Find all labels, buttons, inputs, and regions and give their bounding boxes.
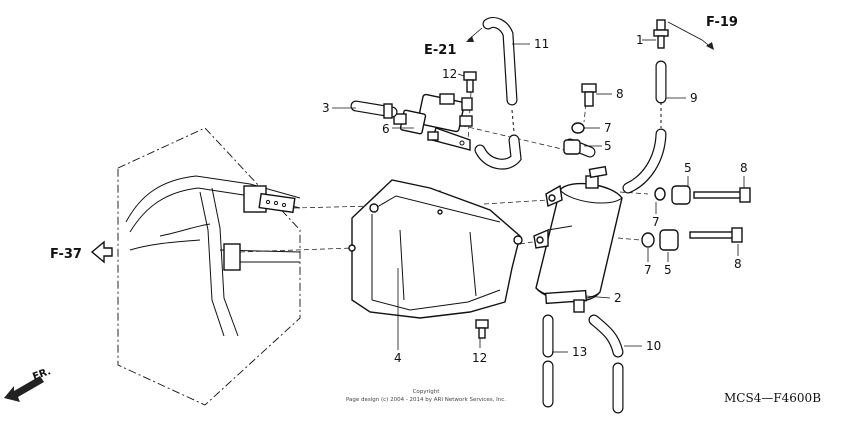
canister-part-2	[533, 165, 623, 313]
leader-lines	[332, 21, 745, 353]
callout-2: 2	[614, 291, 622, 305]
front-arrow-icon	[4, 376, 44, 402]
collar-part-7-top	[571, 122, 585, 134]
callout-10: 10	[646, 339, 661, 353]
joint-part-1	[653, 19, 669, 49]
bolt-part-12-bottom	[475, 319, 489, 339]
grommet-part-5-right	[671, 185, 691, 205]
callout-3: 3	[322, 101, 330, 115]
callout-12-bottom: 12	[472, 351, 487, 365]
callout-5-right: 5	[684, 161, 692, 175]
bolt-part-8-right	[693, 187, 751, 203]
callout-7-top: 7	[604, 121, 612, 135]
bolt-part-8-lower	[689, 227, 743, 243]
callout-8-lower: 8	[734, 257, 742, 271]
purge-valve-part-6	[393, 93, 473, 151]
ref-e21: E-21	[424, 43, 456, 58]
copyright-line-1: Copyright	[413, 389, 441, 395]
hose-part-10	[588, 314, 624, 414]
collar-part-7-lower	[641, 232, 655, 248]
bolt-part-12-top	[463, 71, 477, 93]
ref-f19: F-19	[706, 15, 738, 30]
hose-part-11	[474, 16, 522, 170]
diagram-code: MCS4—F4600B	[724, 391, 821, 405]
callout-7-lower: 7	[644, 263, 652, 277]
callout-12-top: 12	[442, 67, 457, 81]
copyright-line-2: Page design (c) 2004 - 2014 by ARI Netwo…	[346, 397, 506, 403]
frame-detail-view	[117, 127, 301, 406]
callout-8-top: 8	[616, 87, 624, 101]
ref-f37: F-37	[50, 247, 82, 262]
hose-part-3	[350, 100, 398, 119]
callout-1: 1	[636, 33, 644, 47]
grommet-part-5-top	[563, 139, 581, 155]
callout-6: 6	[382, 122, 390, 136]
callout-8-right: 8	[740, 161, 748, 175]
callout-9: 9	[690, 91, 698, 105]
bolt-part-8-top	[581, 83, 597, 107]
f37-arrow-icon	[90, 240, 113, 264]
canister-cover-part-4	[348, 179, 523, 319]
callout-5-top: 5	[604, 139, 612, 153]
hose-part-9	[622, 60, 667, 194]
callout-4: 4	[394, 351, 402, 365]
grommet-part-5-lower	[659, 229, 679, 251]
collar-part-7-right	[654, 187, 666, 201]
callout-5-lower: 5	[664, 263, 672, 277]
ref-front: FR.	[31, 366, 52, 383]
callout-7-right: 7	[652, 215, 660, 229]
callout-11: 11	[534, 37, 549, 51]
callout-13: 13	[572, 345, 587, 359]
callout-numbers: 1 2 3 4 5 5 5 6 7 7 7 8 8 8 9 10 11 12 1…	[322, 33, 748, 365]
